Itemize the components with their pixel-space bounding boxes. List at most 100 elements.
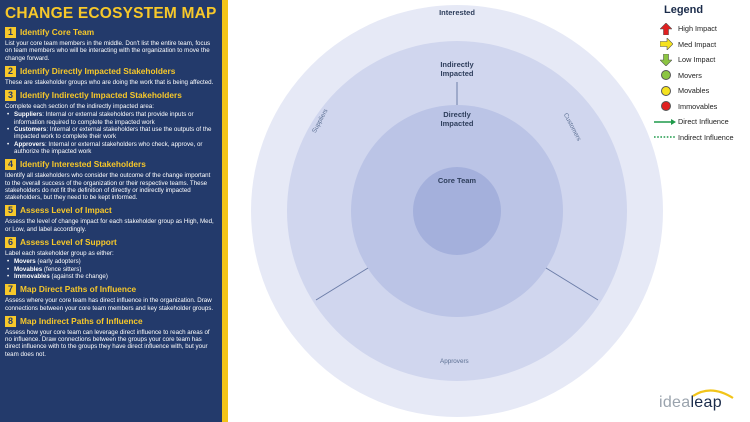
divider-lower-right: [545, 267, 599, 301]
legend-item: Indirect Influence: [654, 130, 750, 146]
bullet-term: Approvers: [14, 140, 45, 148]
bullet-text: (early adopters): [35, 258, 81, 266]
step-description: Identify all stakeholders who consider t…: [5, 172, 211, 202]
legend-label: Immovables: [678, 101, 718, 111]
step-description: List your core team members in the middl…: [5, 40, 211, 62]
bullet-term: Customers: [14, 126, 47, 134]
panel-accent-bar: [222, 0, 228, 422]
step-title: Assess Level of Impact: [20, 205, 112, 216]
bullet-text: (fence sitters): [42, 265, 82, 273]
step-title: Identify Directly Impacted Stakeholders: [20, 65, 176, 76]
step-description: Label each stakeholder group as either:: [5, 250, 114, 258]
bullet-term: Movers: [14, 258, 36, 266]
legend-label: Indirect Influence: [678, 132, 734, 142]
legend-label: Movers: [678, 70, 702, 80]
legend-item: Immovables: [654, 99, 750, 115]
bullet-text: (against the change): [49, 272, 108, 280]
step-number-badge: 5: [5, 205, 16, 217]
bullet-item: Suppliers: Internal or external stakehol…: [5, 111, 217, 126]
step-number-badge: 2: [5, 65, 16, 77]
dot-icon: [654, 100, 678, 112]
step-number-badge: 7: [5, 284, 16, 296]
divider-lower-left: [315, 267, 369, 301]
ring-core-team: [413, 167, 501, 255]
step-bullets: Movers (early adopters)Movables (fence s…: [5, 258, 217, 280]
bullet-item: Immovables (against the change): [5, 272, 217, 281]
step-body: Assess where your core team has direct i…: [5, 297, 217, 312]
step-header: 2 Identify Directly Impacted Stakeholders: [5, 65, 217, 77]
step-header: 3 Identify Indirectly Impacted Stakeholde…: [5, 90, 217, 102]
logo-text-idea: idea: [659, 394, 691, 411]
arrow-up-icon: [654, 22, 678, 35]
label-directly-impacted: Directly Impacted: [440, 110, 474, 128]
step-number-badge: 6: [5, 237, 16, 249]
legend-label: Med Impact: [678, 39, 717, 49]
label-core-team: Core Team: [437, 176, 477, 185]
legend-label: High Impact: [678, 24, 717, 34]
arrow-right-icon: [654, 38, 678, 51]
step-body: List your core team members in the middl…: [5, 40, 217, 62]
dot-icon: [654, 69, 678, 81]
instructions-panel: CHANGE ECOSYSTEM MAP 1 Identify Core Team…: [0, 0, 222, 422]
step-bullets: Suppliers: Internal or external stakehol…: [5, 111, 217, 155]
step-description: Assess where your core team has direct i…: [5, 297, 214, 312]
step-title: Assess Level of Support: [20, 237, 117, 248]
step-description: These are stakeholder groups who are doi…: [5, 78, 214, 86]
bullet-item: Customers: Internal or external stakehol…: [5, 126, 217, 141]
dot-icon: [654, 85, 678, 97]
dotted-line-icon: [654, 131, 676, 143]
step-description: Complete each section of the indirectly …: [5, 103, 154, 111]
label-indirectly-impacted: Indirectly Impacted: [440, 60, 474, 78]
step-body: Assess how your core team can leverage d…: [5, 329, 217, 358]
step-2: 2 Identify Directly Impacted Stakeholders…: [5, 65, 217, 86]
step-header: 4 Identify Interested Stakeholders: [5, 159, 217, 171]
label-approvers: Approvers: [440, 358, 469, 365]
page-title: CHANGE ECOSYSTEM MAP: [5, 5, 217, 22]
bullet-item: Movers (early adopters): [5, 258, 217, 266]
legend-label: Low Impact: [678, 55, 716, 65]
ecosystem-rings: [251, 5, 663, 417]
bullet-term: Movables: [14, 265, 43, 273]
logo-text-leap: leap: [690, 394, 722, 411]
step-body: Label each stakeholder group as either:M…: [5, 250, 217, 280]
step-number-badge: 3: [5, 90, 16, 102]
bullet-term: Immovables: [14, 272, 50, 280]
step-number-badge: 4: [5, 159, 16, 171]
idealeap-logo: idealeap: [659, 386, 739, 416]
step-title: Identify Indirectly Impacted Stakeholder…: [20, 90, 182, 101]
step-header: 6 Assess Level of Support: [5, 237, 217, 249]
legend-item: High Impact: [654, 21, 750, 37]
step-number-badge: 1: [5, 27, 16, 38]
logo-text: idealeap: [659, 394, 722, 412]
step-number-badge: 8: [5, 315, 16, 327]
bullet-text: : Internal or external stakeholders that…: [14, 126, 212, 141]
step-3: 3 Identify Indirectly Impacted Stakeholde…: [5, 90, 217, 155]
step-title: Identify Core Team: [20, 27, 95, 37]
step-description: Assess how your core team can leverage d…: [5, 328, 210, 358]
step-body: Identify all stakeholders who consider t…: [5, 172, 217, 201]
arrow-down-icon: [654, 53, 678, 66]
legend-item: Direct Influence: [654, 114, 750, 130]
legend-item: Movers: [654, 68, 750, 84]
bullet-term: Suppliers: [14, 111, 43, 119]
bullet-text: : Internal or external stakeholders who …: [14, 140, 203, 155]
solid-line-icon: [654, 116, 676, 128]
step-header: 1 Identify Core Team: [5, 27, 217, 38]
step-body: Assess the level of change impact for ea…: [5, 218, 217, 233]
step-title: Identify Interested Stakeholders: [20, 159, 146, 170]
legend-label: Movables: [678, 86, 710, 96]
bullet-text: : Internal or external stakeholders that…: [14, 111, 194, 126]
bullet-item: Approvers: Internal or external stakehol…: [5, 141, 217, 156]
legend-title: Legend: [664, 4, 704, 16]
